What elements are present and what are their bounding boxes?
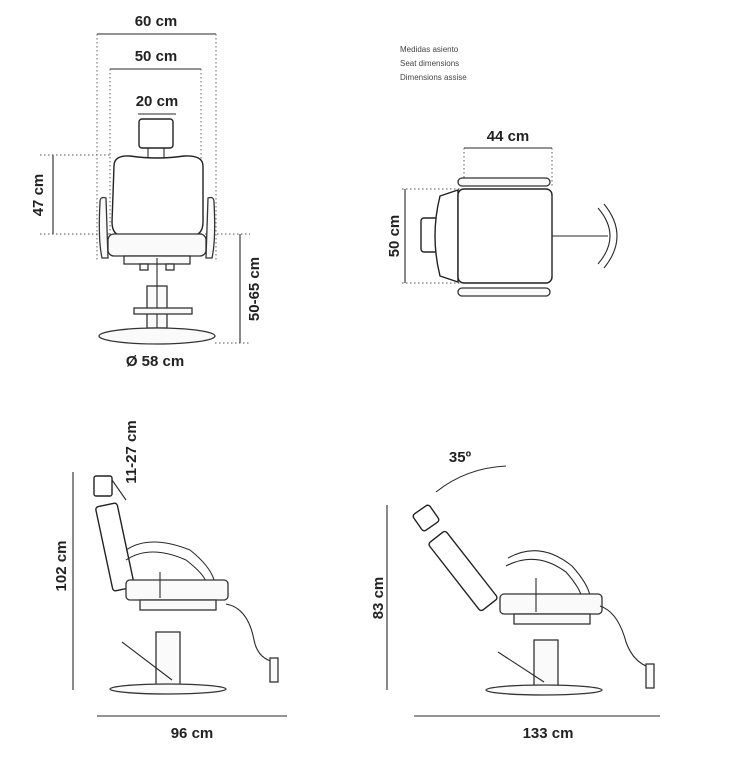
armrest-reclined-inner bbox=[505, 558, 583, 599]
column-side bbox=[155, 631, 181, 687]
seat-top bbox=[457, 188, 553, 284]
footrest-side bbox=[269, 657, 279, 683]
pump-pedal-reclined bbox=[497, 651, 545, 683]
recline-angle-arc bbox=[435, 465, 507, 493]
seat-note: Medidas asiento Seat dimensions Dimensio… bbox=[400, 45, 467, 82]
seat-width-label: 44 cm bbox=[487, 128, 530, 145]
armrest-right bbox=[205, 196, 216, 259]
seat-front bbox=[107, 233, 207, 257]
backrest-top bbox=[434, 189, 459, 283]
seat-side bbox=[125, 579, 229, 601]
base-diameter-label: Ø 58 cm bbox=[126, 353, 184, 370]
footrest-top-outer bbox=[603, 203, 618, 269]
headrest-side bbox=[93, 475, 113, 497]
seat-note-en: Seat dimensions bbox=[400, 59, 459, 68]
side-view: 102 cm 11-27 cm 96 cm bbox=[53, 420, 287, 742]
backrest-front bbox=[111, 155, 204, 237]
armrest-left bbox=[98, 196, 109, 259]
armrest-reclined bbox=[507, 550, 591, 597]
recline-angle-label: 35º bbox=[449, 449, 472, 466]
footrest-arm-reclined bbox=[599, 605, 653, 669]
headrest-travel-label: 11-27 cm bbox=[123, 420, 140, 483]
headrest-front bbox=[138, 118, 174, 149]
seat-note-fr: Dimensions assise bbox=[400, 73, 467, 82]
footrest-front bbox=[133, 307, 193, 315]
lever-left bbox=[139, 263, 149, 271]
armrest-side-inner bbox=[125, 551, 207, 583]
seat-depth-label: 50 cm bbox=[386, 215, 403, 258]
base-reclined bbox=[485, 684, 603, 696]
seat-note-es: Medidas asiento bbox=[400, 45, 459, 54]
footrest-top bbox=[597, 207, 611, 265]
seat-mech-side bbox=[139, 599, 217, 611]
backrest-side bbox=[95, 502, 135, 592]
headrest-width-label: 20 cm bbox=[136, 93, 179, 110]
armrest-top-upper bbox=[457, 177, 551, 187]
base-side bbox=[109, 683, 227, 695]
reclined-length-label: 133 cm bbox=[523, 725, 574, 742]
lever-right bbox=[165, 263, 175, 271]
backrest-reclined bbox=[428, 530, 498, 612]
width-inner-label: 50 cm bbox=[135, 48, 178, 65]
headrest-travel-dim-line bbox=[111, 479, 127, 501]
armrest-side bbox=[125, 541, 215, 581]
front-view: 60 cm 50 cm 20 cm 47 cm 50-65 cm Ø 58 cm bbox=[30, 13, 263, 370]
pump-pedal-side bbox=[121, 641, 173, 681]
headrest-reclined bbox=[412, 504, 440, 532]
backrest-height-label: 47 cm bbox=[30, 174, 47, 217]
reclined-view: 35º 83 cm 133 cm bbox=[370, 449, 660, 742]
seat-mech-reclined bbox=[513, 613, 591, 625]
seat-height-label: 50-65 cm bbox=[246, 257, 263, 321]
footrest-arm-side bbox=[225, 603, 277, 663]
total-length-label: 96 cm bbox=[171, 725, 214, 742]
footrest-reclined bbox=[645, 663, 655, 689]
top-view: 44 cm 50 cm bbox=[386, 128, 618, 297]
width-outer-label: 60 cm bbox=[135, 13, 178, 30]
reclined-height-label: 83 cm bbox=[370, 577, 387, 620]
total-height-label: 102 cm bbox=[53, 541, 70, 592]
column-reclined bbox=[533, 639, 559, 689]
seat-reclined bbox=[499, 593, 603, 615]
base-front bbox=[98, 327, 216, 345]
armrest-top-lower bbox=[457, 287, 551, 297]
